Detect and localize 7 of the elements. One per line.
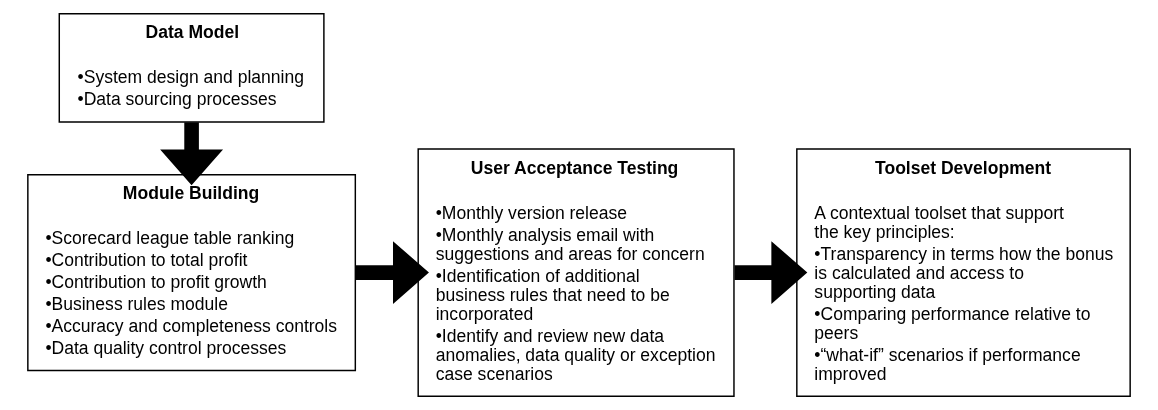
arrow [355, 241, 429, 305]
node-box: Module Building •Scorecard league table ranking •Contribution to total profit •Contribution to profit growth •Business rules module •Accuracy and completeness controls •Data quality control processes [27, 173, 357, 372]
node-box: Data Model •System design and planning •Data sourcing processes [58, 13, 325, 123]
arrow [160, 122, 224, 186]
node-box: Toolset Development A contextual toolset that support the key principles: •Transparency in terms how the bonus is calculated and access to supporting data •Comparing performance relative to peers •“what-if” scenarios if performance improved [796, 148, 1131, 397]
arrow [734, 241, 808, 305]
node-box: User Acceptance Testing •Monthly version release •Monthly analysis email with suggestions and areas for concern •Identification of additional business rules that need to be incorporated •Identify and review new data anomalies, data quality or exception case scenarios [417, 148, 735, 397]
